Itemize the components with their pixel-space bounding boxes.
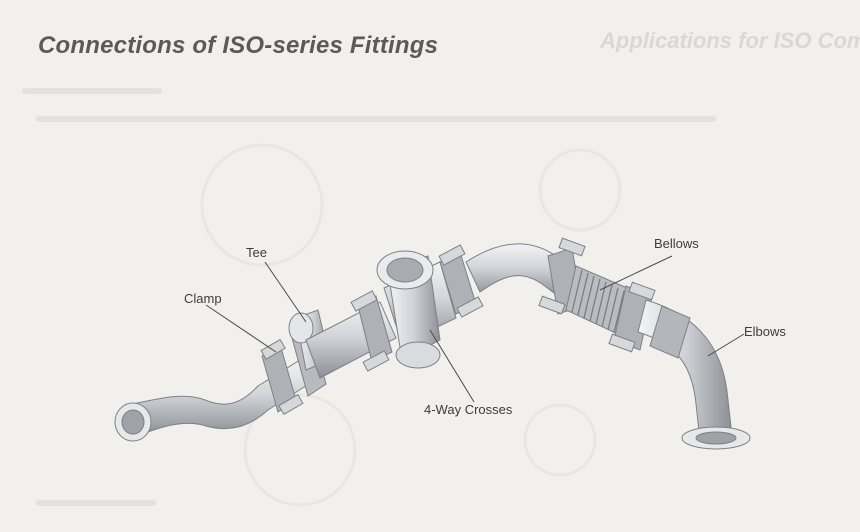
clamp-elbow [649,305,691,359]
crosses-leader [429,329,475,403]
tee-flange [288,312,314,344]
clamp-label: Clamp [184,291,222,306]
clamp-cross-right [438,244,484,318]
clamp-cross-left [350,290,393,372]
clamp-left [260,338,304,416]
cross-bottom-flange [395,341,441,369]
bellows-leader [599,255,673,291]
elbows-label: Elbows [744,324,786,339]
bellows-label: Bellows [654,236,699,251]
pipe-assembly [114,237,751,450]
page-title: Connections of ISO-series Fittings [38,32,439,59]
leader-lines [205,255,745,403]
tee-label: Tee [246,245,267,260]
tee-leader [264,261,307,323]
elbows-leader [707,333,745,357]
bleed-through-title: Applications for ISO Comp [600,28,860,53]
crosses-label: 4-Way Crosses [424,402,513,417]
clamp-leader [205,304,277,353]
bleed-through-shapes [200,143,622,507]
